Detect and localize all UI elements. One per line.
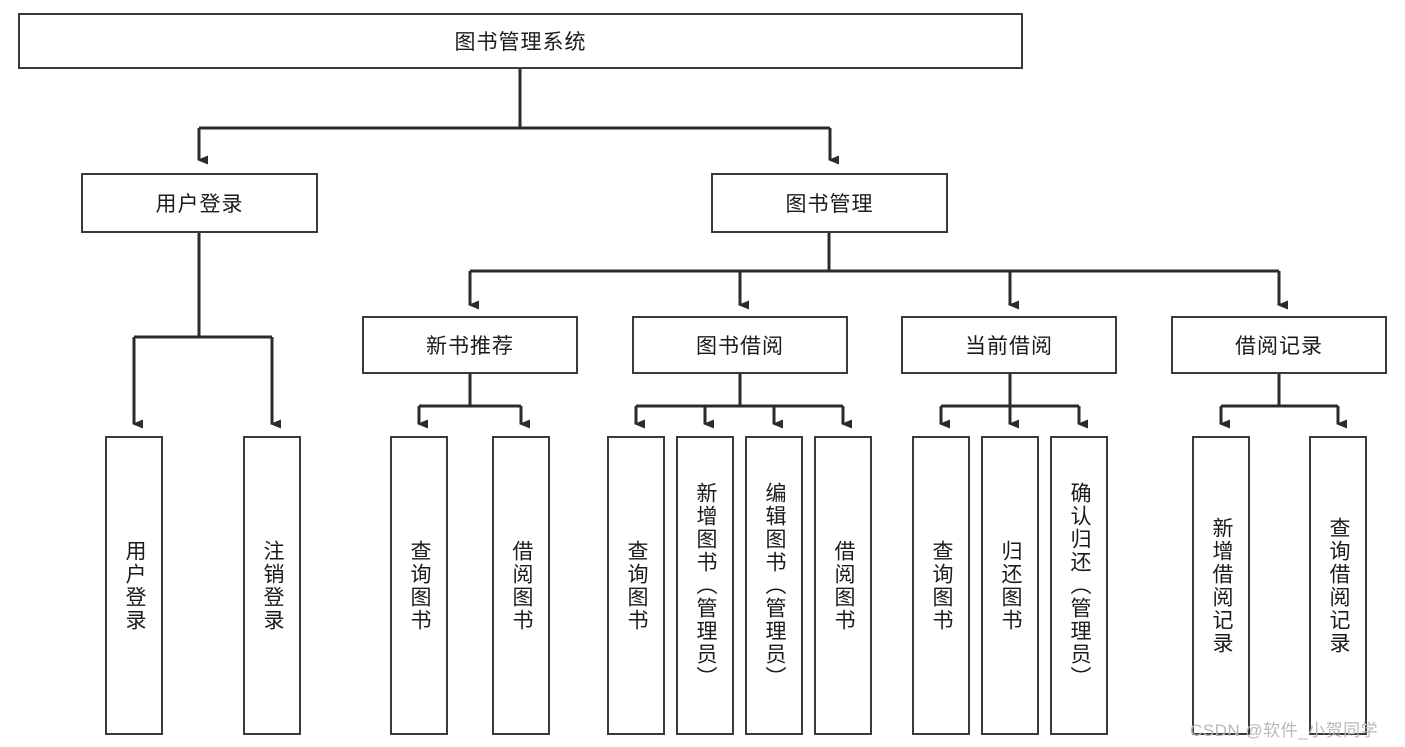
node-label: 借阅记录 <box>1235 335 1323 358</box>
node-leaf-user-login-login[interactable]: 用户登录 <box>105 436 163 735</box>
node-leaf-borrow-query-book[interactable]: 查询图书 <box>607 436 665 735</box>
watermark-csdn: CSDN @软件_小贺同学 <box>1190 721 1379 740</box>
node-leaf-current-return-book[interactable]: 归还图书 <box>981 436 1039 735</box>
node-current-borrow[interactable]: 当前借阅 <box>901 316 1117 374</box>
node-leaf-recommend-borrow-book[interactable]: 借阅图书 <box>492 436 550 735</box>
node-label: 新书推荐 <box>426 335 514 358</box>
node-label: 用户登录 <box>155 193 244 216</box>
node-label: 新增图书（管理员） <box>694 482 718 689</box>
node-label: 确认归还（管理员） <box>1068 482 1092 689</box>
node-leaf-borrow-add-book-admin[interactable]: 新增图书（管理员） <box>676 436 734 735</box>
node-leaf-recommend-query-book[interactable]: 查询图书 <box>390 436 448 735</box>
node-label: 归还图书 <box>999 539 1023 632</box>
node-root-book-management-system[interactable]: 图书管理系统 <box>18 13 1023 69</box>
node-label: 查询图书 <box>408 539 432 632</box>
node-label: 编辑图书（管理员） <box>763 482 787 689</box>
node-leaf-borrow-edit-book-admin[interactable]: 编辑图书（管理员） <box>745 436 803 735</box>
node-leaf-current-confirm-return-admin[interactable]: 确认归还（管理员） <box>1050 436 1108 735</box>
node-leaf-user-login-logout[interactable]: 注销登录 <box>243 436 301 735</box>
node-label: 借阅图书 <box>510 539 534 632</box>
node-label: 用户登录 <box>123 539 147 632</box>
node-label: 借阅图书 <box>832 539 856 632</box>
node-label: 查询图书 <box>930 539 954 632</box>
node-label: 图书借阅 <box>696 335 784 358</box>
node-label: 图书管理 <box>785 193 874 216</box>
node-label: 图书管理系统 <box>454 31 587 54</box>
node-label: 新增借阅记录 <box>1210 516 1234 655</box>
node-book-borrow[interactable]: 图书借阅 <box>632 316 848 374</box>
node-book-management[interactable]: 图书管理 <box>711 173 948 233</box>
node-leaf-current-query-book[interactable]: 查询图书 <box>912 436 970 735</box>
node-label: 查询借阅记录 <box>1327 516 1351 655</box>
node-leaf-borrow-borrow-book[interactable]: 借阅图书 <box>814 436 872 735</box>
node-user-login[interactable]: 用户登录 <box>81 173 318 233</box>
node-new-book-recommend[interactable]: 新书推荐 <box>362 316 578 374</box>
node-borrow-record[interactable]: 借阅记录 <box>1171 316 1387 374</box>
node-leaf-record-query-record[interactable]: 查询借阅记录 <box>1309 436 1367 735</box>
node-label: 查询图书 <box>625 539 649 632</box>
node-label: 当前借阅 <box>965 335 1053 358</box>
node-label: 注销登录 <box>261 539 285 632</box>
node-leaf-record-add-record[interactable]: 新增借阅记录 <box>1192 436 1250 735</box>
